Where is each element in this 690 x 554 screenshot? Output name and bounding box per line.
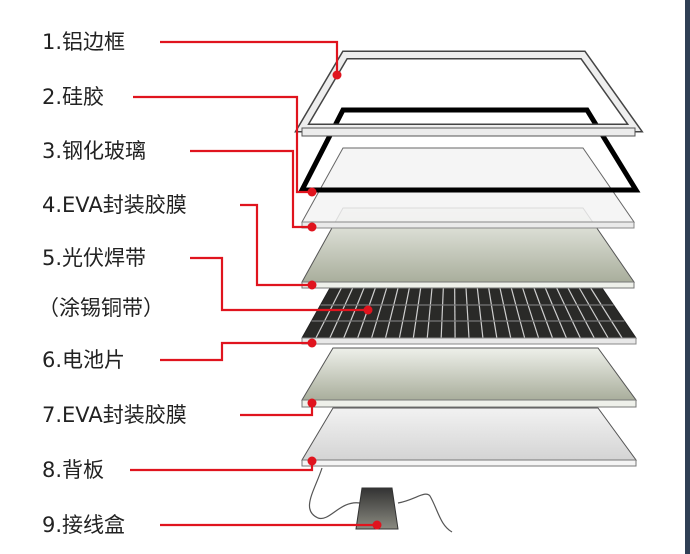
leader-lines	[130, 40, 377, 527]
ribbon-line	[412, 287, 422, 339]
ribbon-line	[499, 287, 512, 339]
silicone-layer	[297, 107, 641, 193]
label-eva-film-bottom: 7.EVA封装胶膜	[42, 403, 187, 427]
ribbon-line	[578, 287, 609, 339]
ribbon-line	[533, 287, 554, 339]
label-silicone: 2.硅胶	[42, 85, 105, 109]
label-eva-film-top: 4.EVA封装胶膜	[42, 193, 187, 217]
ribbon-line	[343, 287, 365, 339]
window-edge	[685, 0, 690, 554]
aluminum-frame-layer	[294, 50, 644, 137]
ribbon-line	[398, 287, 410, 339]
ribbon-line	[440, 287, 444, 339]
junction-box	[308, 467, 453, 533]
label-junction-box: 9.接线盒	[42, 513, 126, 537]
ribbon-line	[384, 287, 399, 339]
eva-layer-bottom	[301, 347, 637, 408]
label-tempered-glass: 3.钢化玻璃	[42, 139, 147, 163]
ribbon-line	[315, 287, 342, 339]
ribbon-line	[488, 287, 498, 339]
ribbon-line	[556, 287, 581, 339]
leader-dots	[307, 70, 382, 530]
ribbon-line	[544, 287, 567, 339]
backsheet-layer	[301, 407, 637, 467]
ribbon-line	[476, 287, 484, 339]
ribbon-line	[465, 287, 470, 339]
label-backsheet: 8.背板	[42, 458, 105, 482]
label-pv-ribbon-note: （涂锡铜带）	[38, 296, 164, 320]
tempered-glass-layer	[301, 147, 635, 229]
ribbon-line	[426, 287, 433, 339]
label-pv-ribbon: 5.光伏焊带	[42, 246, 147, 270]
ribbon-line	[567, 287, 595, 339]
ribbon-line	[329, 287, 354, 339]
ribbon-line	[371, 287, 388, 339]
label-aluminum-frame: 1.铝边框	[42, 30, 126, 54]
ribbon-line	[590, 287, 623, 339]
ribbon-line	[510, 287, 526, 339]
label-solar-cell: 6.电池片	[42, 348, 126, 372]
ribbon-line	[522, 287, 540, 339]
solar-cell-layer	[301, 287, 637, 345]
